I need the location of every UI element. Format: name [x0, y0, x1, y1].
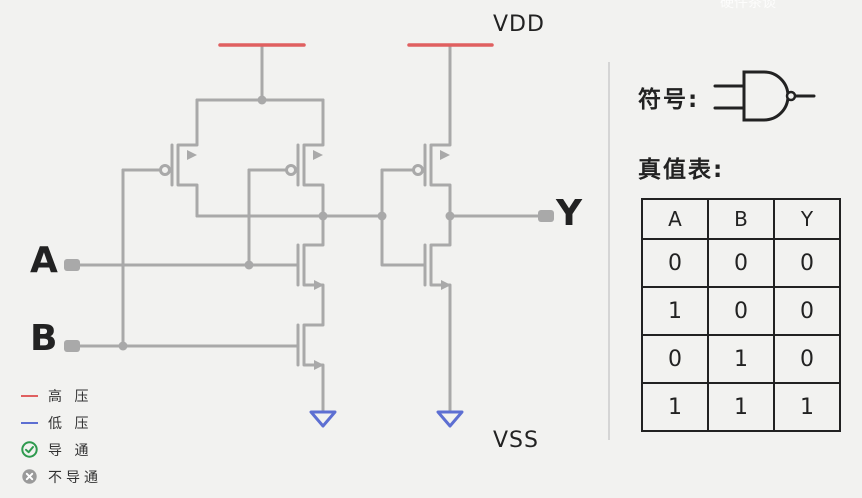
- legend-item-high: 高 压: [18, 382, 102, 409]
- table-cell: 0: [773, 286, 841, 336]
- check-icon: [18, 441, 40, 458]
- table-cell: 1: [641, 286, 709, 336]
- table-cell: 0: [707, 238, 775, 288]
- pmos-b-channel: [302, 98, 325, 218]
- legend-item-low: 低 压: [18, 409, 102, 436]
- junction-dot: [257, 95, 267, 105]
- junction-dot: [445, 211, 455, 221]
- output-y-label: Y: [556, 193, 583, 234]
- legend-item-on: 导 通: [18, 436, 102, 463]
- nmos-a-channel: [302, 214, 325, 322]
- watermark: 硬件茶谈: [720, 0, 776, 11]
- legend-label: 低 压: [48, 415, 93, 432]
- output-y-pin: [538, 210, 554, 222]
- table-cell: 1: [641, 382, 709, 432]
- vss-label: VSS: [493, 428, 539, 453]
- legend-label: 不导通: [48, 469, 102, 486]
- pmos-a-arrow: [187, 150, 197, 160]
- symbol-label: 符号:: [638, 87, 700, 113]
- legend: 高 压 低 压 导 通 不导通: [18, 382, 102, 490]
- nmos-b-arrow: [314, 360, 324, 370]
- input-b-label: B: [30, 318, 58, 359]
- header-a: A: [641, 198, 709, 240]
- table-row: 0 1 0: [641, 334, 841, 384]
- ground-symbol-left: [309, 410, 337, 428]
- table-cell: 1: [707, 382, 775, 432]
- junction-dot: [318, 211, 328, 221]
- header-b: B: [707, 198, 775, 240]
- header-y: Y: [773, 198, 841, 240]
- junction-dot: [244, 260, 254, 270]
- input-a-label: A: [30, 240, 58, 281]
- inverter-pmos: [429, 43, 452, 218]
- table-cell: 0: [773, 238, 841, 288]
- inverter-pmos-arrow: [440, 150, 450, 160]
- red-line-icon: [18, 394, 40, 397]
- truth-table-label: 真值表:: [638, 157, 725, 183]
- pmos-a-channel: [176, 98, 199, 218]
- table-row: 1 0 0: [641, 286, 841, 336]
- legend-item-off: 不导通: [18, 463, 102, 490]
- inverter-nmos-arrow: [441, 280, 451, 290]
- inverter-nmos: [429, 214, 452, 412]
- pmos-b-bubble: [285, 164, 297, 176]
- legend-label: 高 压: [48, 388, 93, 405]
- table-cell: 0: [641, 238, 709, 288]
- table-row: 1 1 1: [641, 382, 841, 432]
- inverter-gate-bottom: [380, 168, 427, 267]
- ground-symbol-right: [436, 410, 464, 428]
- nmos-b-channel: [302, 318, 325, 412]
- and-gate-output-node: [785, 90, 797, 102]
- table-cell: 1: [773, 382, 841, 432]
- vdd-label: VDD: [493, 12, 545, 37]
- table-cell: 0: [707, 286, 775, 336]
- inverter-pmos-bubble: [412, 164, 424, 176]
- and-gate-symbol: [713, 70, 816, 122]
- truth-table-header: A B Y: [641, 198, 841, 240]
- legend-label: 导 通: [48, 442, 93, 459]
- cross-icon: [18, 468, 40, 485]
- table-cell: 0: [641, 334, 709, 384]
- input-a-pin: [64, 259, 80, 271]
- junction-dot: [118, 341, 128, 351]
- pmos-b-arrow: [313, 150, 323, 160]
- panel-divider: [608, 62, 610, 440]
- table-row: 0 0 0: [641, 238, 841, 288]
- junction-dot: [377, 211, 387, 221]
- blue-line-icon: [18, 421, 40, 424]
- input-b-pin: [64, 340, 80, 352]
- table-cell: 0: [773, 334, 841, 384]
- table-cell: 1: [707, 334, 775, 384]
- nmos-a-arrow: [314, 280, 324, 290]
- pmos-a-bubble: [159, 164, 171, 176]
- truth-table: A B Y 0 0 0 1 0 0 0 1 0 1 1 1: [641, 198, 841, 432]
